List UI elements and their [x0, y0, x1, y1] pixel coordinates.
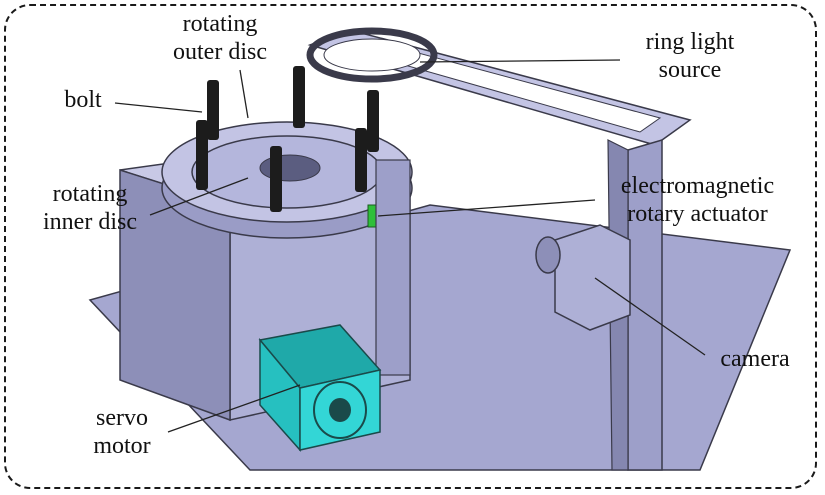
leader-line-bolt — [114, 102, 203, 113]
leader-line-ring-light — [419, 59, 621, 63]
actuator-rail — [375, 159, 411, 376]
leader-lines — [114, 59, 706, 433]
bolt — [367, 90, 379, 152]
camera-body — [554, 224, 631, 331]
leader-line-camera — [594, 277, 706, 356]
ring-light-source — [306, 27, 438, 83]
servo-motor-shaft — [329, 398, 351, 422]
bolt — [207, 80, 219, 140]
servo-motor-shaft-ring — [313, 381, 367, 439]
label-rotating-outer-disc: rotating outer disc — [173, 11, 267, 65]
disc-center-hole — [259, 154, 321, 182]
label-bolt: bolt — [64, 87, 102, 113]
label-electromagnetic-rotary-actuator: electromagnetic rotary actuator — [620, 173, 775, 227]
bolts — [196, 66, 379, 212]
bolt — [355, 128, 367, 192]
leader-line-servo — [167, 384, 301, 433]
bolt — [270, 146, 282, 212]
leader-line-actuator — [377, 199, 596, 217]
ring-light-inner — [323, 38, 421, 72]
leader-line-inner-disc — [149, 177, 249, 216]
bolt — [196, 120, 208, 190]
label-ring-light-source: ring light source — [645, 29, 735, 83]
label-servo-motor: servo motor — [93, 405, 151, 459]
label-rotating-inner-disc: rotating inner disc — [43, 181, 137, 235]
label-camera: camera — [720, 346, 790, 372]
camera-lens — [535, 236, 561, 274]
dashed-frame — [4, 4, 817, 489]
leader-line-outer-disc — [239, 69, 249, 119]
bolt — [293, 66, 305, 128]
